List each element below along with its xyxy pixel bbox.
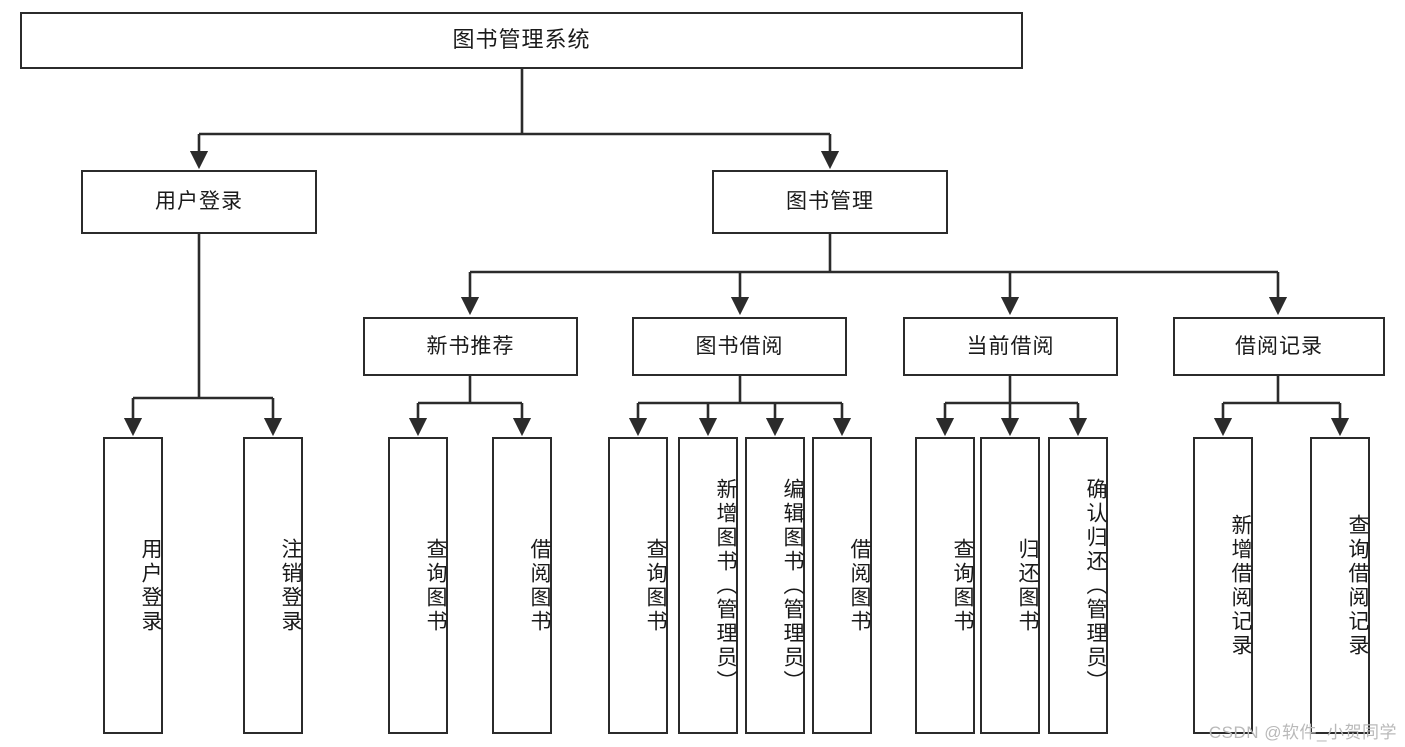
node-label: 查询图书 [951, 537, 974, 634]
leaf-borrow-edit-book-admin[interactable]: 编辑图书（管理员） [745, 437, 805, 734]
node-label: 用户登录 [155, 190, 243, 214]
node-label: 编辑图书（管理员） [781, 477, 804, 694]
node-label: 新增借阅记录 [1229, 513, 1252, 658]
leaf-current-confirm-return-admin[interactable]: 确认归还（管理员） [1048, 437, 1108, 734]
leaf-borrow-query-book[interactable]: 查询图书 [608, 437, 668, 734]
node-label: 新书推荐 [426, 334, 515, 358]
leaf-new-books-query-book[interactable]: 查询图书 [388, 437, 448, 734]
leaf-records-query-record[interactable]: 查询借阅记录 [1310, 437, 1370, 734]
node-label: 借阅记录 [1235, 334, 1323, 358]
leaf-user-login[interactable]: 用户登录 [103, 437, 163, 734]
node-label: 图书管理 [786, 190, 874, 214]
node-book-management[interactable]: 图书管理 [712, 170, 948, 234]
leaf-current-query-book[interactable]: 查询图书 [915, 437, 975, 734]
node-root-system[interactable]: 图书管理系统 [20, 12, 1023, 69]
node-new-book-recommend[interactable]: 新书推荐 [363, 317, 578, 376]
node-label: 当前借阅 [966, 334, 1055, 358]
leaf-new-books-borrow-book[interactable]: 借阅图书 [492, 437, 552, 734]
node-label: 新增图书（管理员） [714, 477, 737, 694]
leaf-borrow-add-book-admin[interactable]: 新增图书（管理员） [678, 437, 738, 734]
node-current-borrow[interactable]: 当前借阅 [903, 317, 1118, 376]
node-label: 图书管理系统 [452, 27, 591, 53]
node-label: 归还图书 [1016, 537, 1039, 634]
node-label: 图书借阅 [695, 334, 784, 358]
node-label: 注销登录 [279, 537, 302, 634]
node-label: 查询借阅记录 [1346, 513, 1369, 658]
node-label: 借阅图书 [528, 537, 551, 634]
node-label: 查询图书 [424, 537, 447, 634]
node-label: 借阅图书 [848, 537, 871, 634]
watermark-text: CSDN @软件_小贺同学 [1208, 723, 1397, 742]
leaf-current-return-book[interactable]: 归还图书 [980, 437, 1040, 734]
node-borrow-records[interactable]: 借阅记录 [1173, 317, 1385, 376]
node-label: 确认归还（管理员） [1084, 477, 1107, 694]
node-user-login[interactable]: 用户登录 [81, 170, 317, 234]
leaf-logout[interactable]: 注销登录 [243, 437, 303, 734]
node-label: 查询图书 [644, 537, 667, 634]
leaf-records-add-record[interactable]: 新增借阅记录 [1193, 437, 1253, 734]
leaf-borrow-borrow-book[interactable]: 借阅图书 [812, 437, 872, 734]
node-book-borrow[interactable]: 图书借阅 [632, 317, 847, 376]
node-label: 用户登录 [139, 537, 162, 634]
